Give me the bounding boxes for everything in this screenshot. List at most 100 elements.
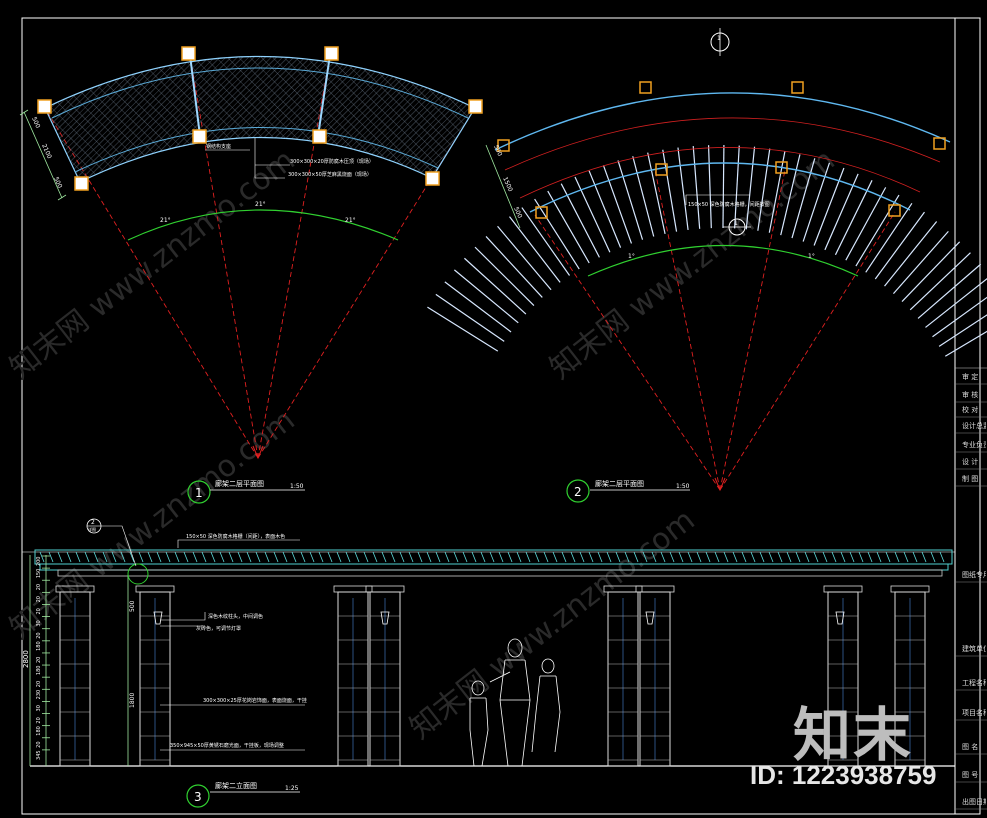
slat: [588, 170, 622, 248]
slat: [474, 246, 535, 306]
lamp: [380, 611, 390, 625]
slat: [417, 551, 423, 563]
radial-lines: [534, 169, 896, 491]
dim-label: 20: [36, 584, 42, 590]
slat: [381, 551, 387, 563]
dim-label: 230: [36, 690, 42, 700]
arc-angle: 1°: [808, 253, 815, 260]
slat: [780, 154, 801, 236]
slat: [912, 551, 918, 563]
title-block-label: 工程名称: [962, 679, 986, 687]
slat: [813, 551, 819, 563]
slat: [722, 145, 725, 229]
slat: [624, 551, 630, 563]
arc-angle: 21°: [255, 201, 266, 208]
plan-2: 500 1500 500 1° 1° 1 1 150×50 深色防腐木格栅，间距…: [427, 28, 987, 503]
slat: [768, 551, 774, 563]
slat: [669, 551, 675, 563]
slat: [372, 551, 378, 563]
slat: [944, 330, 987, 357]
timber-slats: [427, 145, 987, 357]
slat: [786, 551, 792, 563]
brand-logo: 知末: [793, 701, 914, 769]
slat: [147, 551, 153, 563]
slat: [834, 180, 873, 256]
slat: [464, 257, 527, 315]
dim-label: 20: [36, 608, 42, 614]
slat: [696, 551, 702, 563]
slat: [237, 551, 243, 563]
slat: [925, 277, 987, 328]
slat: [509, 216, 561, 283]
slat: [435, 551, 441, 563]
slat: [102, 551, 108, 563]
slat: [874, 211, 925, 280]
slat: [606, 551, 612, 563]
title-block-label: 出图日期: [962, 798, 986, 806]
slat: [408, 551, 414, 563]
note: 钢结构支座: [206, 143, 231, 150]
drawing-frame: [21, 17, 987, 815]
slat: [602, 165, 633, 244]
dim-label: 20: [36, 741, 42, 747]
title-block-label: 图 名: [962, 743, 979, 751]
stone-columns: [55, 585, 930, 767]
dim-label: 180: [36, 641, 42, 651]
slat: [363, 551, 369, 563]
slat: [390, 551, 396, 563]
slat: [435, 293, 505, 342]
slat: [426, 551, 432, 563]
slat: [597, 551, 603, 563]
lamp: [835, 611, 845, 625]
dim-label: 500: [52, 176, 63, 189]
slat: [138, 551, 144, 563]
column-markers: [37, 46, 483, 191]
slat: [633, 551, 639, 563]
title-block-label: 设计总监: [962, 422, 986, 430]
arc-angle: 21°: [345, 217, 356, 224]
slat: [534, 551, 540, 563]
slat: [174, 551, 180, 563]
slat: [876, 551, 882, 563]
slat: [399, 551, 405, 563]
slat: [804, 551, 810, 563]
title-block-label: 图 号: [962, 771, 979, 779]
slat: [462, 551, 468, 563]
title-block-label: 审 核: [962, 391, 979, 399]
slat: [845, 187, 887, 261]
view-number: 2: [574, 485, 582, 499]
slat: [427, 306, 499, 352]
view-number: 3: [194, 790, 202, 804]
watermark: 知末网 www.znzmo.com: [403, 503, 701, 747]
arc-angle: 1°: [628, 253, 635, 260]
slat: [707, 145, 712, 229]
slat: [507, 551, 513, 563]
slat: [129, 551, 135, 563]
slat: [734, 145, 740, 229]
slat: [525, 551, 531, 563]
title-block-lines: [955, 383, 987, 810]
slat: [660, 551, 666, 563]
slat: [453, 551, 459, 563]
plan-1: 500 2100 500 21° 21° 21° 钢结构支座 300×300×2…: [19, 46, 483, 504]
slat: [444, 551, 450, 563]
slat: [777, 551, 783, 563]
slat: [741, 551, 747, 563]
dim-label: 20: [36, 596, 42, 602]
slat: [560, 183, 600, 258]
slat: [570, 551, 576, 563]
slat: [642, 551, 648, 563]
dim-label: 30: [36, 620, 42, 626]
dim-label: 500: [512, 206, 523, 219]
slat: [228, 551, 234, 563]
view-scale: 1:25: [285, 785, 299, 792]
slat: [588, 551, 594, 563]
slat: [831, 551, 837, 563]
slat: [318, 551, 324, 563]
arc-angle: 21°: [160, 217, 171, 224]
slat: [714, 551, 720, 563]
slat: [192, 551, 198, 563]
slat: [521, 207, 571, 276]
slat: [111, 551, 117, 563]
slat: [885, 551, 891, 563]
